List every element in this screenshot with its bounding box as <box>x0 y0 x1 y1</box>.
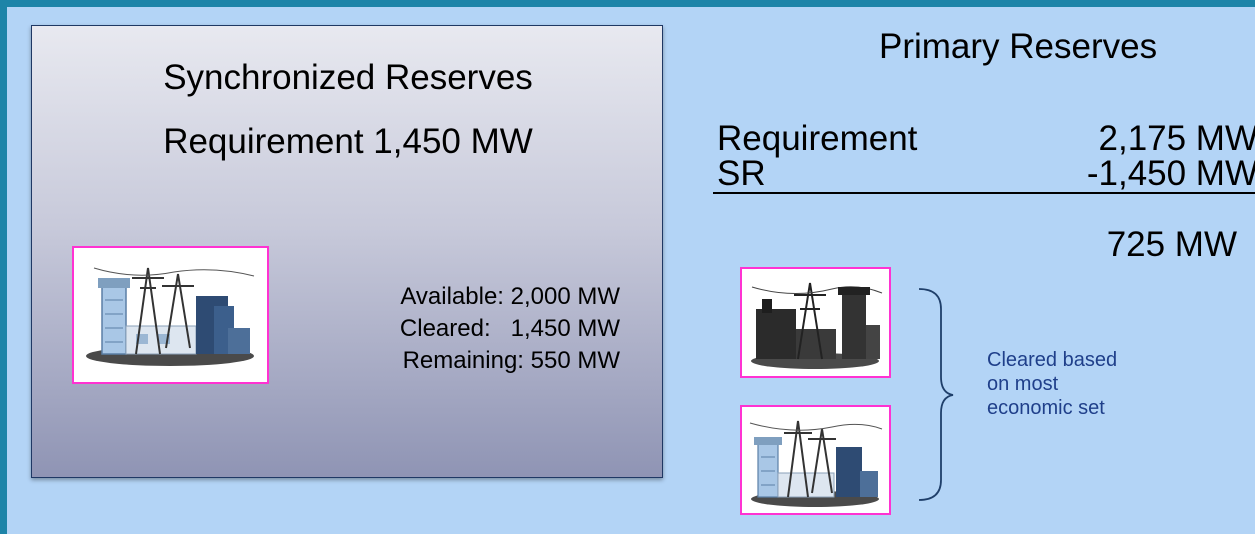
brace-icon <box>918 288 954 501</box>
note-line: economic set <box>987 397 1105 419</box>
primary-sr-row: SR -1,450 MW <box>713 154 1255 194</box>
remaining-value: Remaining: 550 MW <box>402 347 620 374</box>
primary-requirement-label: Requirement <box>717 119 918 158</box>
power-plant-dark-icon <box>740 267 891 378</box>
power-plant-icon <box>72 246 269 384</box>
primary-requirement-value: 2,175 MW <box>1098 119 1255 158</box>
cleared-value: Cleared: 1,450 MW <box>399 315 620 342</box>
synchronized-reserves-title: Synchronized Reserves <box>163 58 533 97</box>
primary-reserves-title: Primary Reserves <box>879 27 1158 66</box>
primary-result: 725 MW <box>1106 225 1237 264</box>
synchronized-reserves-panel: Synchronized Reserves Requirement 1,450 … <box>31 25 663 478</box>
synchronized-requirement: Requirement 1,450 MW <box>163 122 533 161</box>
note-line: Cleared based <box>987 349 1118 371</box>
primary-note: Cleared based on most economic set <box>987 348 1217 420</box>
synchronized-stats: Available: 2,000 MW Cleared: 1,450 MW Re… <box>400 281 620 377</box>
available-value: Available: 2,000 MW <box>400 283 620 310</box>
primary-sr-label: SR <box>717 154 766 193</box>
primary-sr-value: -1,450 MW <box>1086 154 1255 193</box>
note-line: on most <box>987 373 1059 395</box>
power-plant-icon <box>740 405 891 515</box>
